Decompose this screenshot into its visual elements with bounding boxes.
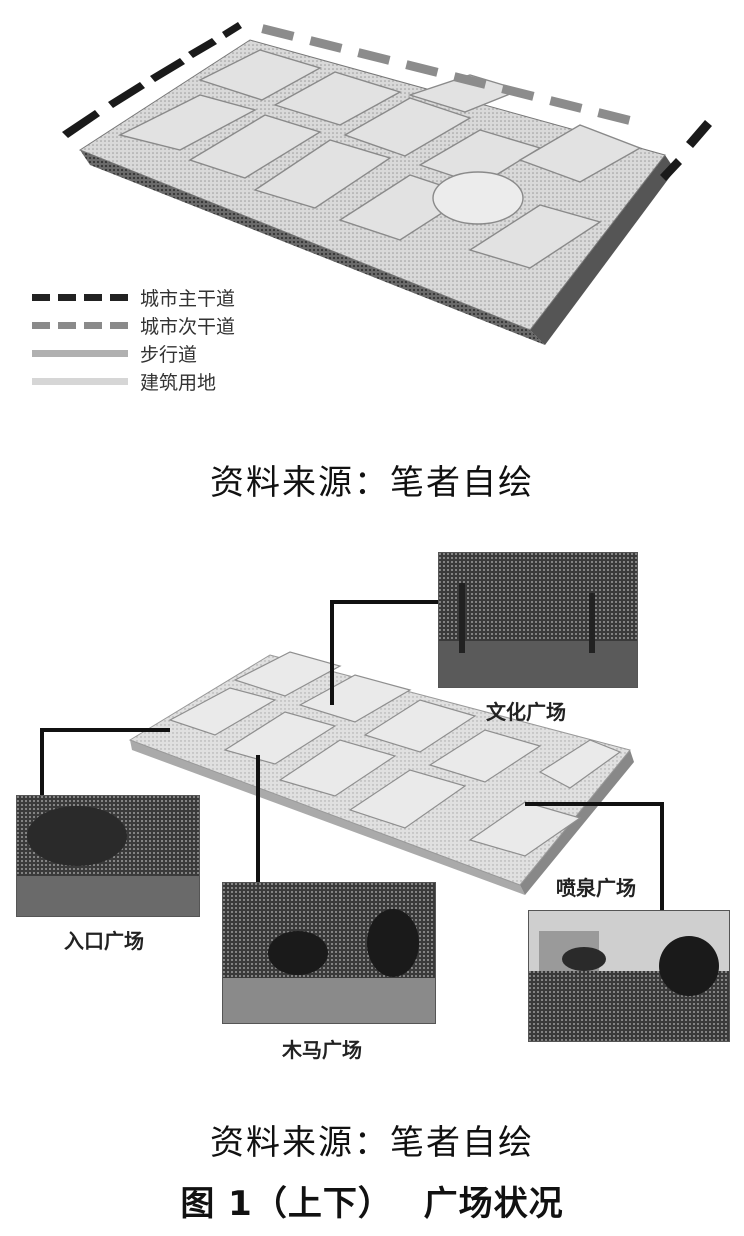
top-site-map: [62, 22, 712, 345]
legend-item-main-road: 城市主干道: [32, 284, 235, 310]
building-block: [253, 139, 392, 209]
building-block: [468, 204, 602, 269]
photo-carousel-plaza: [222, 882, 436, 1024]
photo-culture-plaza: [438, 552, 638, 688]
bottom-site-map: [40, 600, 664, 910]
site-base-side: [80, 150, 545, 345]
leader-line-fountain: [525, 802, 664, 910]
main-road-dash: [108, 82, 145, 108]
building-block: [198, 49, 322, 101]
legend-label: 建筑用地: [140, 371, 217, 394]
secondary-road-dash: [597, 108, 631, 125]
secondary-road-dash: [309, 36, 343, 53]
building-block: [348, 769, 467, 829]
building-block: [168, 687, 277, 736]
main-road-dash: [188, 38, 217, 58]
building-block: [117, 94, 257, 151]
photo-entrance-image: [17, 796, 199, 916]
site-base-side: [130, 740, 525, 895]
main-road-dash: [150, 58, 185, 82]
main-road-swatch: [32, 293, 128, 301]
main-road-dash: [660, 158, 682, 181]
secondary-road-dash: [549, 96, 583, 113]
top-caption: 资料来源：笔者自绘: [210, 463, 534, 503]
leader-line-entrance: [40, 728, 170, 795]
secondary-road-dash: [405, 60, 439, 77]
building-block: [298, 674, 412, 723]
label-carousel-plaza: 木马广场: [282, 1038, 362, 1062]
label-culture-plaza: 文化广场: [486, 700, 566, 724]
secondary-road-dash: [357, 48, 391, 65]
main-road-dash: [686, 120, 712, 148]
photo-carousel-image: [223, 883, 435, 1023]
secondary-road-dash: [261, 24, 295, 41]
building-block: [428, 729, 542, 783]
building-block: [273, 71, 402, 126]
bottom-caption: 资料来源：笔者自绘: [210, 1123, 534, 1163]
photo-culture-image: [439, 553, 637, 687]
secondary-road-swatch: [32, 321, 128, 329]
label-fountain-plaza: 喷泉广场: [556, 876, 636, 900]
legend-label: 城市次干道: [140, 315, 236, 338]
legend-item-building-land: 建筑用地: [32, 368, 216, 394]
building-block: [363, 699, 477, 753]
building-block: [233, 651, 342, 697]
building-block: [518, 124, 642, 183]
building-block: [278, 739, 397, 797]
legend-label: 步行道: [140, 343, 198, 366]
legend-label: 城市主干道: [140, 287, 236, 310]
photo-fountain-image: [529, 911, 729, 1041]
legend-item-walkway: 步行道: [32, 340, 197, 366]
secondary-road-dash: [453, 72, 487, 89]
site-base-side-right: [530, 155, 675, 345]
main-road-dash: [222, 22, 242, 38]
leader-line-culture: [330, 600, 438, 705]
secondary-road-dash: [501, 84, 535, 101]
figure-title: 图 1（上下） 广场状况: [180, 1184, 564, 1224]
building-block: [188, 114, 322, 179]
main-road-dash: [62, 110, 100, 138]
photo-entrance-plaza: [16, 795, 200, 917]
legend-item-secondary-road: 城市次干道: [32, 312, 235, 338]
building-block: [343, 97, 472, 157]
site-base-side-right: [520, 750, 634, 895]
label-entrance-plaza: 入口广场: [64, 929, 144, 953]
building-block: [468, 801, 582, 857]
photo-fountain-plaza: [528, 910, 730, 1042]
building-land-swatch: [32, 377, 128, 385]
walkway-swatch: [32, 349, 128, 357]
round-plaza: [432, 171, 524, 225]
building-block: [538, 739, 622, 789]
